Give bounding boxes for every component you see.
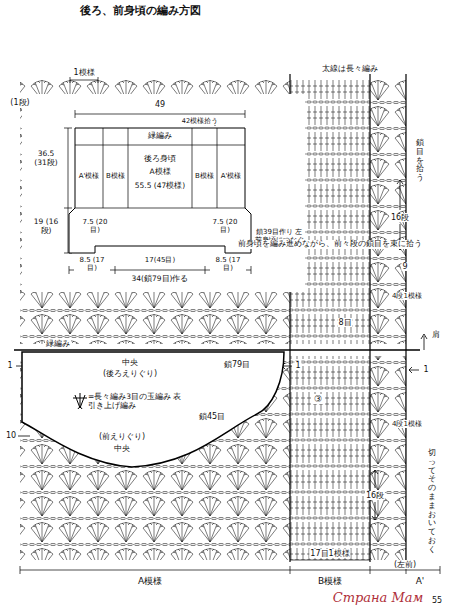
chart-label: 1模様 bbox=[72, 68, 95, 77]
node-outline bbox=[75, 128, 245, 253]
chart-title: 後ろ、前身頃の編み方図 bbox=[79, 5, 202, 18]
chart-label: 42模様拾う bbox=[181, 118, 219, 125]
chart-label: 1 bbox=[294, 361, 301, 370]
chart-label: 55 bbox=[431, 596, 443, 605]
chart-label: 16段 bbox=[390, 213, 410, 222]
chart-label: 8.5 (17目) bbox=[74, 256, 110, 272]
chart-label: 10 bbox=[5, 431, 17, 440]
node-text: B模様 bbox=[192, 172, 218, 180]
node-text: 中央 bbox=[113, 444, 131, 453]
chart-label: 7.5 (20目) bbox=[210, 218, 240, 234]
watermark: Страна Мам bbox=[332, 591, 425, 606]
chart-label: 切ってそのままおいておく bbox=[428, 448, 436, 556]
chart-label: 緑編み bbox=[147, 132, 173, 141]
neckline-area: 中央(後ろえりぐり)鎖79目(前えりぐり)中央鎖45目 bbox=[22, 352, 284, 470]
legend-text: =長々編み3目の玉編み 表引き上げ編み bbox=[88, 392, 183, 410]
schematic-body: A'模様B模様後ろ身頃A模様55.5 (47模様)B模様A'模様 bbox=[75, 128, 245, 253]
legend-entry: =長々編み3目の玉編み 表引き上げ編み bbox=[72, 392, 183, 410]
node-text: 鎖79目 bbox=[223, 360, 251, 369]
node-text: A模様 bbox=[148, 168, 171, 177]
chart-label: 鎖目を拾う bbox=[416, 138, 424, 184]
chart-label: A' bbox=[415, 576, 426, 586]
chart-label: 36.5 (31段) bbox=[30, 150, 62, 167]
chart-label: (1段) bbox=[9, 98, 30, 107]
chart-label: A模様 bbox=[137, 576, 163, 586]
chart-label: 4段1模様 bbox=[391, 292, 423, 300]
node-text: (前えりぐり) bbox=[98, 432, 146, 441]
chart-label: 16段 bbox=[365, 491, 385, 500]
node-text: B模様 bbox=[103, 172, 129, 180]
node-text: 鎖45目 bbox=[198, 412, 226, 421]
chart-label: 9 bbox=[401, 262, 408, 271]
chart-label: 19 (16段) bbox=[30, 218, 62, 235]
chart-label: 前身頃を編み進めながら、前々段の鎖目を束に拾う bbox=[237, 240, 423, 249]
chart-label: 17目1模様 bbox=[309, 549, 350, 558]
stitch-symbol bbox=[72, 392, 88, 410]
chart-label: 34(鎖79目)作る bbox=[131, 275, 190, 284]
chart-label: 太線は長々編み bbox=[321, 64, 379, 73]
chart-label: 17(45目) bbox=[144, 256, 176, 264]
chart-label: 緑編み bbox=[45, 339, 71, 348]
node-text: 中央 bbox=[121, 358, 139, 367]
chart-label: 4段1模様 bbox=[391, 420, 423, 428]
node-text: 後ろ身頃 bbox=[143, 154, 177, 163]
chart-label: 肩 bbox=[431, 330, 441, 339]
chart-label: 8.5 (17目) bbox=[210, 256, 246, 272]
chart-label: ③ bbox=[313, 394, 323, 404]
node-text: A'模様 bbox=[217, 172, 245, 180]
chart-label: B模様 bbox=[317, 576, 343, 586]
node-text: A'模様 bbox=[75, 172, 103, 180]
chart-label: 1 bbox=[6, 361, 13, 370]
chart-label: 7.5 (20目) bbox=[80, 218, 110, 234]
node-text: (後ろえりぐり) bbox=[102, 369, 158, 378]
node-text: 55.5 (47模様) bbox=[131, 182, 189, 191]
chart-label: 1 bbox=[422, 365, 429, 374]
chart-label: 8目 bbox=[337, 318, 352, 327]
chart-label: 49 bbox=[154, 100, 166, 109]
chart-label: (左前) bbox=[393, 560, 417, 569]
